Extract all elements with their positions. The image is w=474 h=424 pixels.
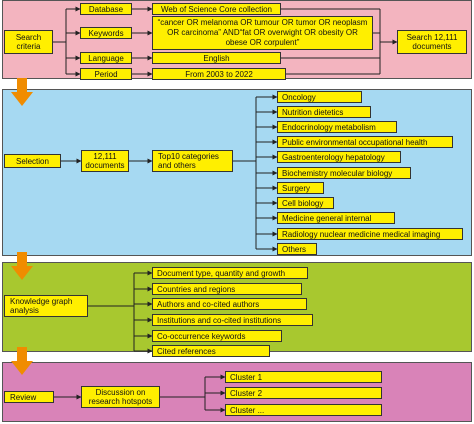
category-item: Oncology xyxy=(277,91,362,103)
category-label: Gastroenterology hepatology xyxy=(282,152,385,162)
database-label: Database xyxy=(88,4,124,14)
category-label: Oncology xyxy=(282,92,316,102)
database-value: Web of Science Core collection xyxy=(160,4,273,14)
category-item: Biochemistry molecular biology xyxy=(277,167,411,179)
selection-documents-box: 12,111 documents xyxy=(81,150,129,172)
category-item: Endocrinology metabolism xyxy=(277,121,397,133)
cluster-label: Cluster 2 xyxy=(230,388,263,398)
category-item: Surgery xyxy=(277,182,324,194)
selection-documents-label: 12,111 documents xyxy=(85,152,125,170)
analysis-label: Cited references xyxy=(157,346,216,356)
keywords-label: Keywords xyxy=(88,28,124,38)
down-arrow-icon xyxy=(11,252,33,280)
category-item: Radiology nuclear medicine medical imagi… xyxy=(277,228,463,240)
analysis-label: Institutions and co-cited institutions xyxy=(157,315,282,325)
category-label: Cell biology xyxy=(282,198,324,208)
selection-box: Selection xyxy=(4,154,61,168)
review-label: Review xyxy=(10,392,37,402)
analysis-item: Document type, quantity and growth xyxy=(152,267,308,279)
language-value-box: English xyxy=(152,52,281,64)
analysis-label: Countries and regions xyxy=(157,284,236,294)
period-value: From 2003 to 2022 xyxy=(185,69,253,79)
analysis-item: Co-occurrence keywords xyxy=(152,330,282,342)
analysis-label: Authors and co-cited authors xyxy=(157,299,260,309)
category-label: Biochemistry molecular biology xyxy=(282,168,393,178)
cluster-label: Cluster 1 xyxy=(230,372,263,382)
category-item: Gastroenterology hepatology xyxy=(277,151,401,163)
language-label: Language xyxy=(88,53,124,63)
analysis-item: Institutions and co-cited institutions xyxy=(152,314,313,326)
database-label-box: Database xyxy=(80,3,132,15)
search-criteria-label: Search criteria xyxy=(15,33,42,51)
category-label: Endocrinology metabolism xyxy=(282,122,376,132)
analysis-item: Cited references xyxy=(152,345,270,357)
language-label-box: Language xyxy=(80,52,132,64)
cluster-item: Cluster ... xyxy=(225,404,382,416)
search-result-box: Search 12,111 documents xyxy=(397,30,467,54)
search-criteria-box: Search criteria xyxy=(4,30,53,54)
keywords-label-box: Keywords xyxy=(80,27,132,39)
category-label: Surgery xyxy=(282,183,311,193)
keywords-value: “cancer OR melanoma OR tumour OR tumor O… xyxy=(157,18,368,47)
category-label: Others xyxy=(282,244,307,254)
category-label: Public environmental occupational health xyxy=(282,137,428,147)
down-arrow-icon xyxy=(11,347,33,375)
category-item: Others xyxy=(277,243,317,255)
category-item: Medicine general internal xyxy=(277,212,395,224)
database-value-box: Web of Science Core collection xyxy=(152,3,281,15)
top10-categories-box: Top10 categories and others xyxy=(152,150,233,172)
keywords-value-box: “cancer OR melanoma OR tumour OR tumor O… xyxy=(152,16,373,50)
period-label: Period xyxy=(94,69,118,79)
down-arrow-icon xyxy=(11,78,33,106)
selection-label: Selection xyxy=(16,156,49,166)
top10-categories-label: Top10 categories and others xyxy=(158,152,219,170)
analysis-label: Document type, quantity and growth xyxy=(157,268,286,278)
review-box: Review xyxy=(4,391,54,403)
search-result-label: Search 12,111 documents xyxy=(406,33,458,51)
analysis-item: Countries and regions xyxy=(152,283,302,295)
period-label-box: Period xyxy=(80,68,132,80)
cluster-item: Cluster 2 xyxy=(225,387,382,399)
analysis-item: Authors and co-cited authors xyxy=(152,298,307,310)
category-item: Public environmental occupational health xyxy=(277,136,453,148)
category-label: Medicine general internal xyxy=(282,213,372,223)
category-item: Cell biology xyxy=(277,197,334,209)
discussion-box: Discussion on research hotspots xyxy=(81,386,160,408)
cluster-label: Cluster ... xyxy=(230,405,265,415)
knowledge-graph-box: Knowledge graph analysis xyxy=(4,295,88,317)
category-item: Nutrition dietetics xyxy=(277,106,371,118)
cluster-item: Cluster 1 xyxy=(225,371,382,383)
language-value: English xyxy=(203,53,230,63)
knowledge-graph-label: Knowledge graph analysis xyxy=(10,297,73,315)
category-label: Nutrition dietetics xyxy=(282,107,344,117)
discussion-label: Discussion on research hotspots xyxy=(88,388,153,406)
category-label: Radiology nuclear medicine medical imagi… xyxy=(282,229,441,239)
analysis-label: Co-occurrence keywords xyxy=(157,331,246,341)
period-value-box: From 2003 to 2022 xyxy=(152,68,286,80)
